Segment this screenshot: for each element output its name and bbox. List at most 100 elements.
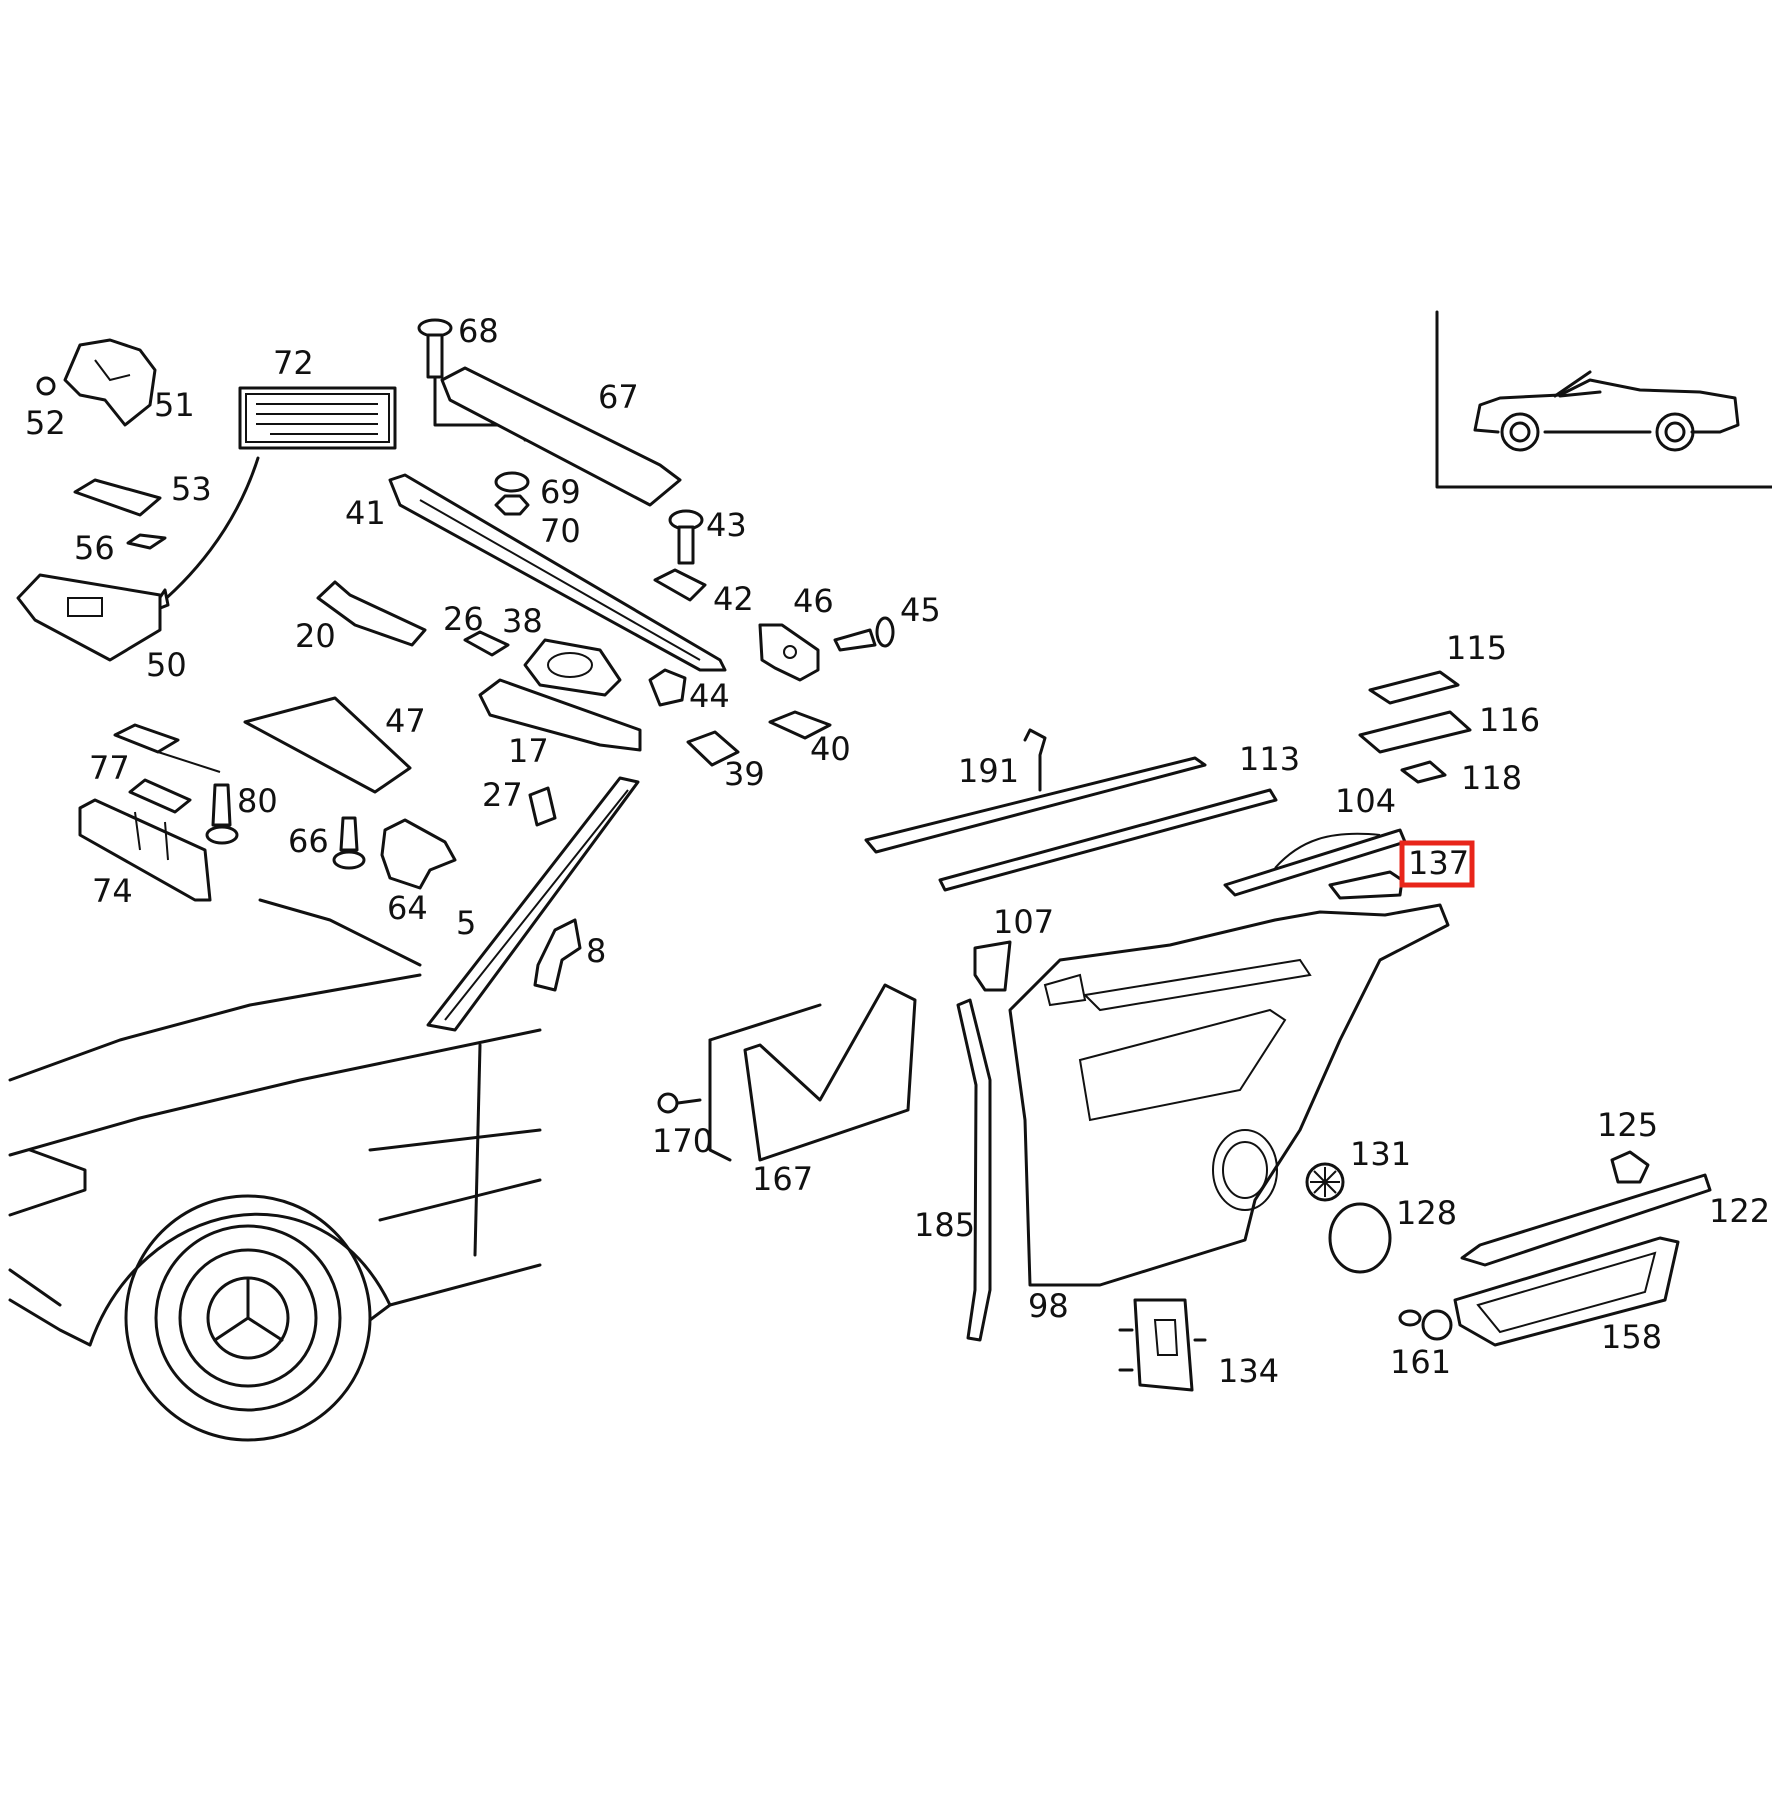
part-128: [1328, 1202, 1392, 1274]
part-68: [417, 318, 527, 442]
part-118: [1400, 760, 1447, 784]
part-53: [73, 478, 162, 517]
highlight-box-137: [1399, 840, 1475, 888]
label-118: 118: [1461, 759, 1522, 797]
label-17: 17: [508, 732, 549, 770]
part-69: [494, 471, 530, 493]
part-113: [864, 756, 1278, 892]
label-125: 125: [1597, 1106, 1658, 1144]
label-40: 40: [810, 730, 851, 768]
part-43: [668, 509, 704, 565]
label-45: 45: [900, 591, 941, 629]
label-167: 167: [752, 1160, 813, 1198]
label-50: 50: [146, 646, 187, 684]
label-5: 5: [456, 904, 476, 942]
label-131: 131: [1350, 1135, 1411, 1173]
part-47: [243, 696, 412, 794]
part-116: [1358, 710, 1472, 754]
part-40: [768, 710, 832, 740]
label-134: 134: [1218, 1352, 1279, 1390]
label-113: 113: [1239, 740, 1300, 778]
label-8: 8: [586, 932, 606, 970]
part-80: [205, 783, 239, 845]
part-26: [463, 630, 510, 657]
label-115: 115: [1446, 629, 1507, 667]
part-125: [1610, 1150, 1650, 1184]
part-67: [440, 366, 682, 507]
part-39: [686, 730, 740, 767]
label-77: 77: [89, 749, 130, 787]
part-70: [494, 494, 530, 516]
part-72: [238, 386, 397, 450]
part-41: [388, 473, 727, 672]
label-170: 170: [652, 1122, 713, 1160]
part-64: [380, 818, 457, 890]
label-56: 56: [74, 529, 115, 567]
label-191: 191: [958, 752, 1019, 790]
part-42: [653, 568, 707, 602]
label-46: 46: [793, 582, 834, 620]
part-191: [1023, 728, 1047, 792]
part-52: [36, 376, 56, 396]
part-66: [332, 816, 366, 870]
label-67: 67: [598, 378, 639, 416]
label-47: 47: [385, 702, 426, 740]
part-27: [528, 786, 557, 827]
part-46: [758, 623, 820, 682]
part-77: [113, 723, 221, 773]
label-137: 137: [1408, 844, 1469, 882]
label-98: 98: [1028, 1287, 1069, 1325]
label-185: 185: [914, 1206, 975, 1244]
label-39: 39: [724, 755, 765, 793]
label-74: 74: [92, 872, 133, 910]
part-74: [78, 778, 212, 902]
label-116: 116: [1479, 701, 1540, 739]
label-161: 161: [1390, 1343, 1451, 1381]
label-128: 128: [1396, 1194, 1457, 1232]
label-80: 80: [237, 782, 278, 820]
part-122: [1460, 1173, 1712, 1267]
label-72: 72: [273, 344, 314, 382]
part-167: [743, 983, 917, 1162]
part-137: [1328, 870, 1404, 900]
part-56: [126, 533, 167, 550]
label-66: 66: [288, 822, 329, 860]
label-38: 38: [502, 602, 543, 640]
label-41: 41: [345, 494, 386, 532]
label-158: 158: [1601, 1318, 1662, 1356]
part-170: [657, 1003, 822, 1162]
label-107: 107: [993, 903, 1054, 941]
label-52: 52: [25, 404, 66, 442]
part-134: [1118, 1298, 1207, 1392]
label-26: 26: [443, 600, 484, 638]
part-98: [1008, 903, 1450, 1287]
part-107: [973, 940, 1012, 992]
part-50: [16, 573, 162, 662]
label-64: 64: [387, 889, 428, 927]
part-131: [1305, 1162, 1345, 1202]
part-115: [1368, 670, 1460, 705]
part-labels: 52 51 72 68 67 53 69 70 41 56 43 50 20 2…: [25, 312, 1770, 1390]
part-161: [1398, 1309, 1453, 1341]
label-53: 53: [171, 470, 212, 508]
label-69: 69: [540, 473, 581, 511]
label-43: 43: [706, 506, 747, 544]
label-122: 122: [1709, 1192, 1770, 1230]
part-45: [833, 616, 895, 652]
label-104: 104: [1335, 782, 1396, 820]
part-158: [1453, 1236, 1680, 1347]
label-68: 68: [458, 312, 499, 350]
label-20: 20: [295, 617, 336, 655]
part-5: [426, 776, 640, 1032]
label-44: 44: [689, 677, 730, 715]
part-51: [63, 338, 157, 427]
car-front-outline: [8, 898, 542, 1442]
label-70: 70: [540, 512, 581, 550]
part-44: [648, 668, 687, 707]
label-27: 27: [482, 776, 523, 814]
part-8: [533, 918, 582, 992]
label-42: 42: [713, 580, 754, 618]
part-20: [316, 580, 427, 647]
convertible-car-icon: [1473, 370, 1740, 452]
